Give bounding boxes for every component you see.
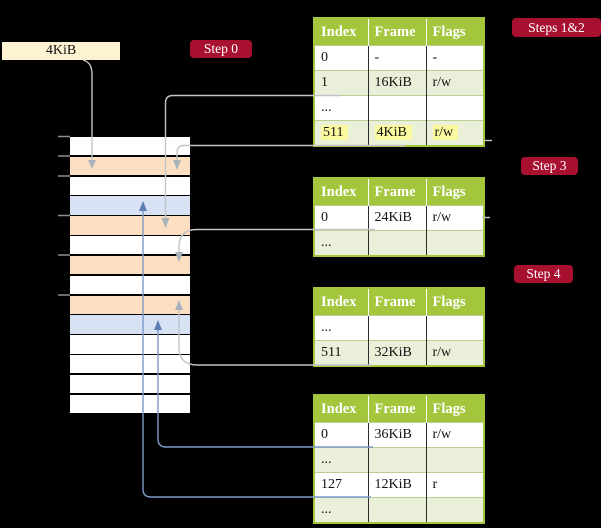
physical-memory-column	[70, 135, 190, 415]
table-cell: 24KiB	[368, 205, 427, 231]
table-cell	[426, 230, 484, 256]
table-cell	[426, 315, 484, 341]
table-row: 0--	[314, 45, 484, 71]
memory-frame-row-2	[70, 156, 190, 176]
memory-frame-row-3	[70, 176, 190, 195]
table-row: ...	[314, 230, 484, 256]
memory-tick-marks	[58, 135, 70, 296]
table-cell: 12KiB	[368, 472, 427, 498]
table-cell: 1	[314, 70, 369, 96]
table-cell: ...	[314, 315, 369, 341]
column-header: Frame	[368, 395, 427, 423]
table-cell	[426, 95, 484, 121]
column-header: Frame	[368, 288, 427, 316]
pt1-index511-arrow	[176, 144, 405, 161]
table-cell: -	[426, 45, 484, 71]
table-cell: r/w	[426, 205, 484, 231]
table-cell: ...	[314, 95, 369, 121]
step-3-badge: Step 3	[521, 157, 578, 175]
highlighted-value: 4KiB	[374, 125, 412, 140]
memory-frame-row-8	[70, 275, 190, 295]
table-cell	[368, 95, 427, 121]
table-cell: 511	[314, 120, 369, 146]
table-cell: ...	[314, 447, 369, 473]
memory-frame-row-9	[70, 295, 190, 314]
table-cell	[368, 315, 427, 341]
column-header: Index	[314, 18, 369, 46]
table-cell: -	[368, 45, 427, 71]
memory-frame-row-12	[70, 355, 190, 374]
table-cell: 36KiB	[368, 422, 427, 448]
highlighted-value: 511	[321, 125, 349, 140]
column-header: Index	[314, 288, 369, 316]
table-cell: 32KiB	[368, 340, 427, 366]
column-header: Frame	[368, 178, 427, 206]
column-header: Flags	[426, 395, 484, 423]
table-cell: r/w	[426, 422, 484, 448]
table-cell: r/w	[426, 120, 484, 146]
table-row: ...	[314, 315, 484, 341]
memory-frame-row-13	[70, 374, 190, 394]
table-row: ...	[314, 497, 484, 523]
memory-frame-row-7	[70, 255, 190, 275]
table-cell: ...	[314, 230, 369, 256]
highlighted-value: r/w	[432, 125, 459, 140]
table-cell: 4KiB	[368, 120, 427, 146]
memory-frame-row-14	[70, 394, 190, 413]
memory-frame-row-10	[70, 315, 190, 334]
column-header: Flags	[426, 288, 484, 316]
column-header: Flags	[426, 178, 484, 206]
table-cell: 511	[314, 340, 369, 366]
table-cell: ...	[314, 497, 369, 523]
table-cell	[426, 497, 484, 523]
table-cell	[368, 447, 427, 473]
column-header: Frame	[368, 18, 427, 46]
column-header: Index	[314, 178, 369, 206]
table-cell	[368, 230, 427, 256]
frame-size-label: 4KiB	[2, 42, 120, 60]
table-cell: r	[426, 472, 484, 498]
steps-1-2-badge: Steps 1&2	[512, 18, 601, 37]
column-header: Flags	[426, 18, 484, 46]
table-cell	[368, 497, 427, 523]
table-cell: r/w	[426, 340, 484, 366]
table-cell: 127	[314, 472, 369, 498]
memory-frame-row-11	[70, 335, 190, 354]
step-0-badge: Step 0	[190, 40, 252, 58]
step-4-badge: Step 4	[514, 265, 573, 283]
table-cell: r/w	[426, 70, 484, 96]
table-row: 511 4KiB r/w	[314, 120, 484, 146]
memory-frame-row-5	[70, 216, 190, 235]
table-cell: 16KiB	[368, 70, 427, 96]
column-header: Index	[314, 395, 369, 423]
memory-frame-row-4	[70, 196, 190, 215]
memory-frame-row-1	[70, 137, 190, 156]
table-cell	[426, 447, 484, 473]
table-row: ...	[314, 447, 484, 473]
table-cell: 0	[314, 205, 369, 231]
table-cell: 0	[314, 45, 369, 71]
table-row: ...	[314, 95, 484, 121]
memory-frame-row-6	[70, 236, 190, 255]
table-cell: 0	[314, 422, 369, 448]
